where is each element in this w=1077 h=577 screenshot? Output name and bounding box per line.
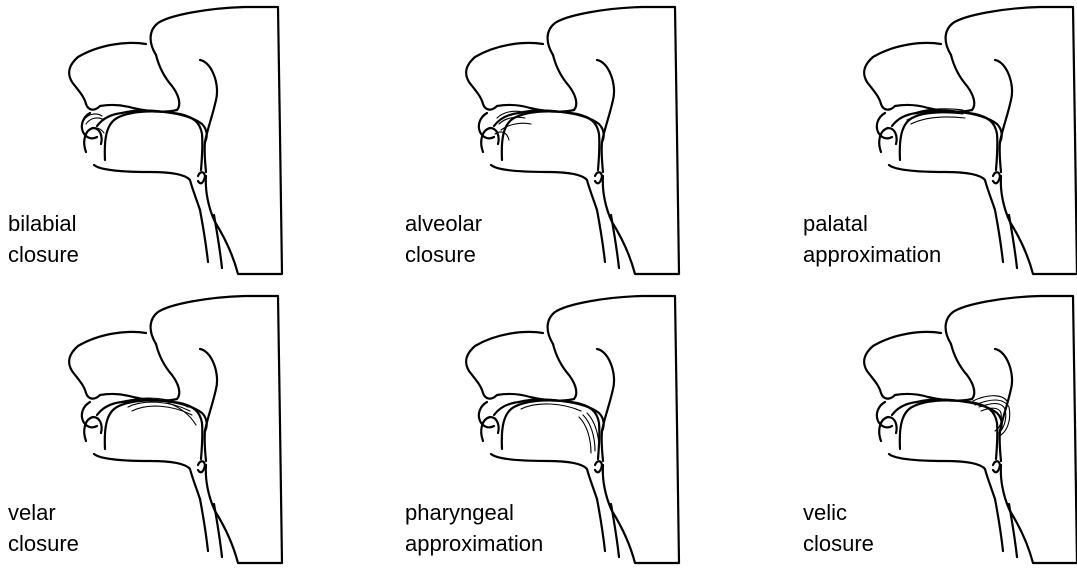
lower-lip-outline: [481, 128, 498, 152]
epiglottis-outline: [595, 172, 602, 183]
lower-lip-outline: [879, 128, 896, 152]
panel-caption: palatal approximation: [803, 208, 941, 270]
pharynx-wall-outline: [205, 142, 206, 172]
upper-lip-outline: [82, 402, 97, 427]
upper-lip-outline: [877, 402, 892, 427]
hard-palate-outline: [519, 111, 604, 142]
lower-lip-outline: [84, 128, 101, 152]
panel-caption: velar closure: [8, 497, 79, 559]
epiglottis-outline: [198, 461, 205, 472]
epiglottis-outline: [993, 172, 1000, 183]
caption-line-1: alveolar: [405, 208, 482, 239]
jaw-outline: [94, 165, 200, 210]
jaw-outline: [491, 165, 597, 210]
vocal-tract-panel-pharyngeal: pharyngeal approximation: [397, 289, 697, 577]
tongue-outline: [105, 111, 203, 170]
velum-outline: [200, 349, 217, 431]
lower-lip-outline: [879, 417, 896, 441]
hard-palate-outline: [917, 111, 1002, 142]
caption-line-2: approximation: [405, 528, 543, 559]
nasal-cavity-outline: [864, 332, 974, 401]
jaw-outline: [94, 454, 200, 499]
larynx-outline: [597, 499, 619, 557]
tongue-outline: [502, 400, 600, 459]
caption-line-2: approximation: [803, 239, 941, 270]
lower-lip-outline: [84, 417, 101, 441]
tongue-outline: [900, 111, 998, 170]
velum-outline: [995, 60, 1012, 142]
vocal-tract-panel-velic: velic closure: [795, 289, 1077, 577]
caption-line-2: closure: [405, 239, 482, 270]
caption-line-1: velic: [803, 497, 874, 528]
upper-lip-outline: [479, 402, 494, 427]
caption-line-2: closure: [8, 528, 79, 559]
lower-lip-outline: [481, 417, 498, 441]
nasal-cavity-outline: [864, 43, 974, 112]
larynx-outline: [995, 210, 1017, 268]
epiglottis-outline: [198, 172, 205, 183]
nasal-cavity-outline: [69, 43, 179, 112]
larynx-outline: [200, 499, 222, 557]
caption-line-1: pharyngeal: [405, 497, 543, 528]
jaw-outline: [889, 165, 995, 210]
jaw-outline: [491, 454, 597, 499]
caption-line-2: closure: [8, 239, 79, 270]
nasal-cavity-outline: [466, 43, 576, 112]
tongue-outline: [900, 400, 998, 459]
vocal-tract-panel-bilabial: bilabial closure: [0, 0, 300, 288]
panel-caption: pharyngeal approximation: [405, 497, 543, 559]
epiglottis-outline: [595, 461, 602, 472]
velum-outline: [200, 60, 217, 142]
upper-lip-outline: [877, 113, 892, 138]
palatal-constriction-line: [911, 117, 965, 124]
caption-line-1: velar: [8, 497, 79, 528]
panel-caption: velic closure: [803, 497, 874, 559]
caption-line-1: palatal: [803, 208, 941, 239]
upper-lip-outline: [479, 113, 494, 138]
velum-outline: [597, 349, 614, 431]
pharynx-wall-outline: [205, 431, 206, 461]
upper-lip-outline: [82, 113, 97, 138]
larynx-outline: [597, 210, 619, 268]
pharyngeal-constriction-line: [521, 404, 581, 411]
pharynx-wall-outline: [1000, 142, 1001, 172]
panel-caption: alveolar closure: [405, 208, 482, 270]
tongue-outline: [502, 111, 600, 170]
nasal-cavity-outline: [69, 332, 179, 401]
epiglottis-outline: [993, 461, 1000, 472]
vocal-tract-panel-alveolar: alveolar closure: [397, 0, 697, 288]
pharynx-wall-outline: [602, 431, 603, 461]
larynx-outline: [995, 499, 1017, 557]
caption-line-1: bilabial: [8, 208, 79, 239]
velum-outline: [597, 60, 614, 142]
hard-palate-outline: [122, 111, 207, 142]
nasal-cavity-outline: [466, 332, 576, 401]
caption-line-2: closure: [803, 528, 874, 559]
vocal-tract-panel-palatal: palatal approximation: [795, 0, 1077, 288]
larynx-outline: [200, 210, 222, 268]
panel-caption: bilabial closure: [8, 208, 79, 270]
pharynx-wall-outline: [602, 142, 603, 172]
vocal-tract-panel-velar: velar closure: [0, 289, 300, 577]
jaw-outline: [889, 454, 995, 499]
tongue-outline: [105, 400, 203, 459]
